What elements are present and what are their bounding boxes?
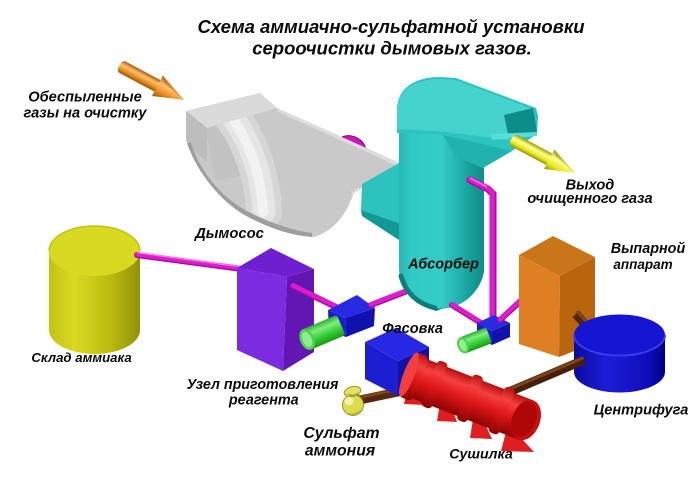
svg-text:аммония: аммония: [305, 443, 376, 460]
svg-text:Центрифуга: Центрифуга: [594, 403, 689, 419]
svg-text:Сушилка: Сушилка: [449, 447, 513, 463]
svg-text:Дымосос: Дымосос: [193, 226, 265, 242]
svg-text:Абсорбер: Абсорбер: [407, 257, 479, 273]
svg-text:газы на очистку: газы на очистку: [23, 106, 147, 122]
svg-text:Сульфат: Сульфат: [303, 425, 379, 442]
svg-text:Выпарной: Выпарной: [611, 241, 686, 257]
svg-text:Узел приготовления: Узел приготовления: [187, 377, 339, 393]
svg-text:реагента: реагента: [228, 393, 299, 409]
svg-text:очищенного газа: очищенного газа: [527, 191, 652, 207]
svg-text:Фасовка: Фасовка: [382, 321, 443, 337]
svg-text:Выход: Выход: [566, 178, 615, 194]
svg-text:аппарат: аппарат: [613, 257, 672, 272]
svg-text:сероочистки дымовых газов.: сероочистки дымовых газов.: [252, 38, 532, 59]
svg-text:Склад аммиака: Склад аммиака: [31, 350, 131, 365]
svg-text:Обеспыленные: Обеспыленные: [28, 90, 141, 106]
svg-text:Схема аммиачно-сульфатной уста: Схема аммиачно-сульфатной установки: [197, 16, 584, 37]
